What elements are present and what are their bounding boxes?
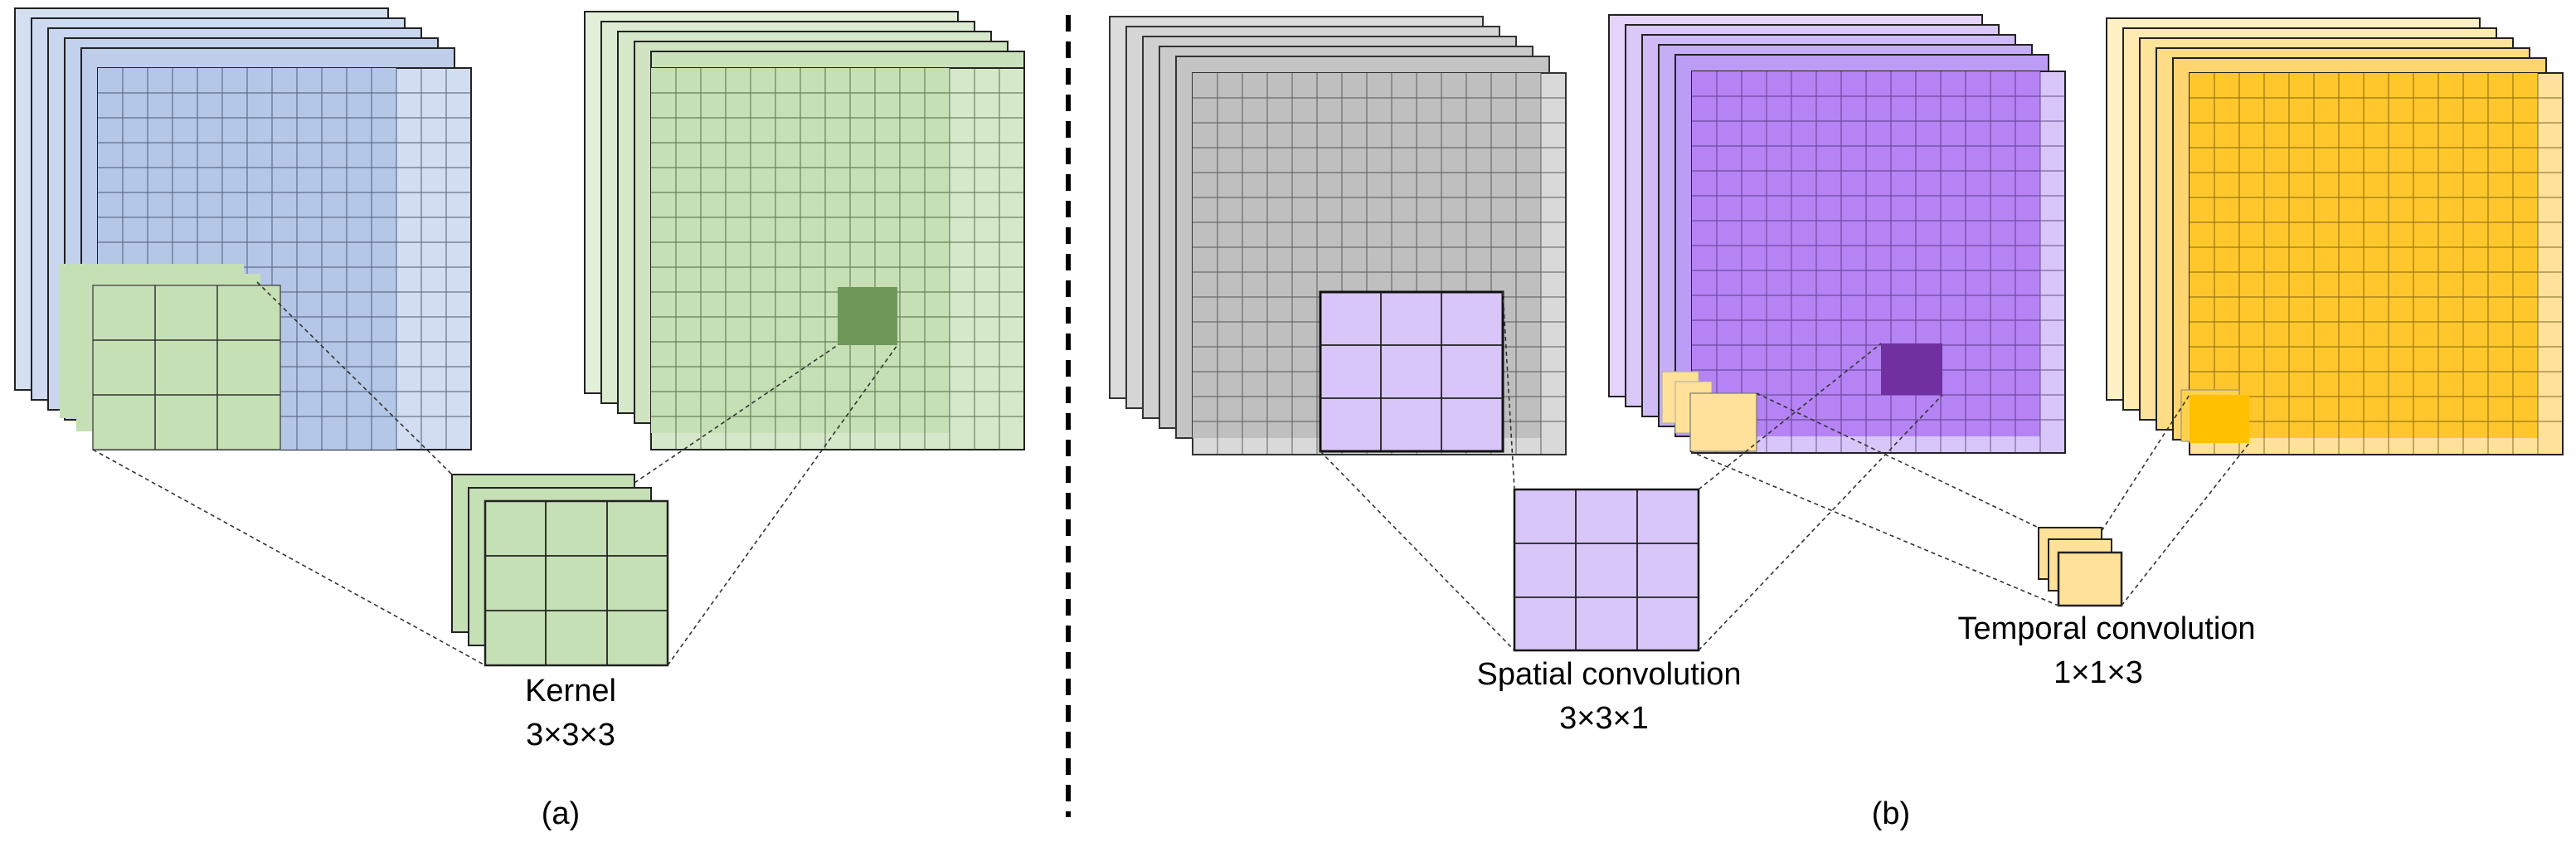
caption-a: (a) [542,796,580,831]
intermediate-cell-b [1881,343,1942,395]
spatial-kernel [1513,488,1700,652]
output-volume-b [2106,17,2564,455]
panel-b: Spatial convolution 3×3×1 Temporal convo… [1109,14,2564,831]
spatial-label: Spatial convolution [1477,657,1742,692]
temporal-size: 1×1×3 [2054,655,2143,690]
panel-a: Kernel 3×3×3 (a) [14,7,1025,831]
spatial-size: 3×3×1 [1559,701,1649,736]
output-cell-a [838,287,897,345]
temporal-label: Temporal convolution [1957,611,2255,646]
connectors-a [92,281,898,666]
input-volume-a [14,7,472,450]
kernel-size: 3×3×3 [526,718,615,752]
caption-b: (b) [1872,796,1910,831]
kernel-label: Kernel [525,674,616,708]
kernel-3x3x3 [451,474,669,667]
output-cell-b [2190,395,2249,443]
intermediate-volume-b [1608,14,2066,454]
output-volume-a [584,11,1025,450]
connectors-b [1320,291,2250,651]
temporal-kernel [2038,527,2123,607]
input-volume-b [1109,16,1567,455]
